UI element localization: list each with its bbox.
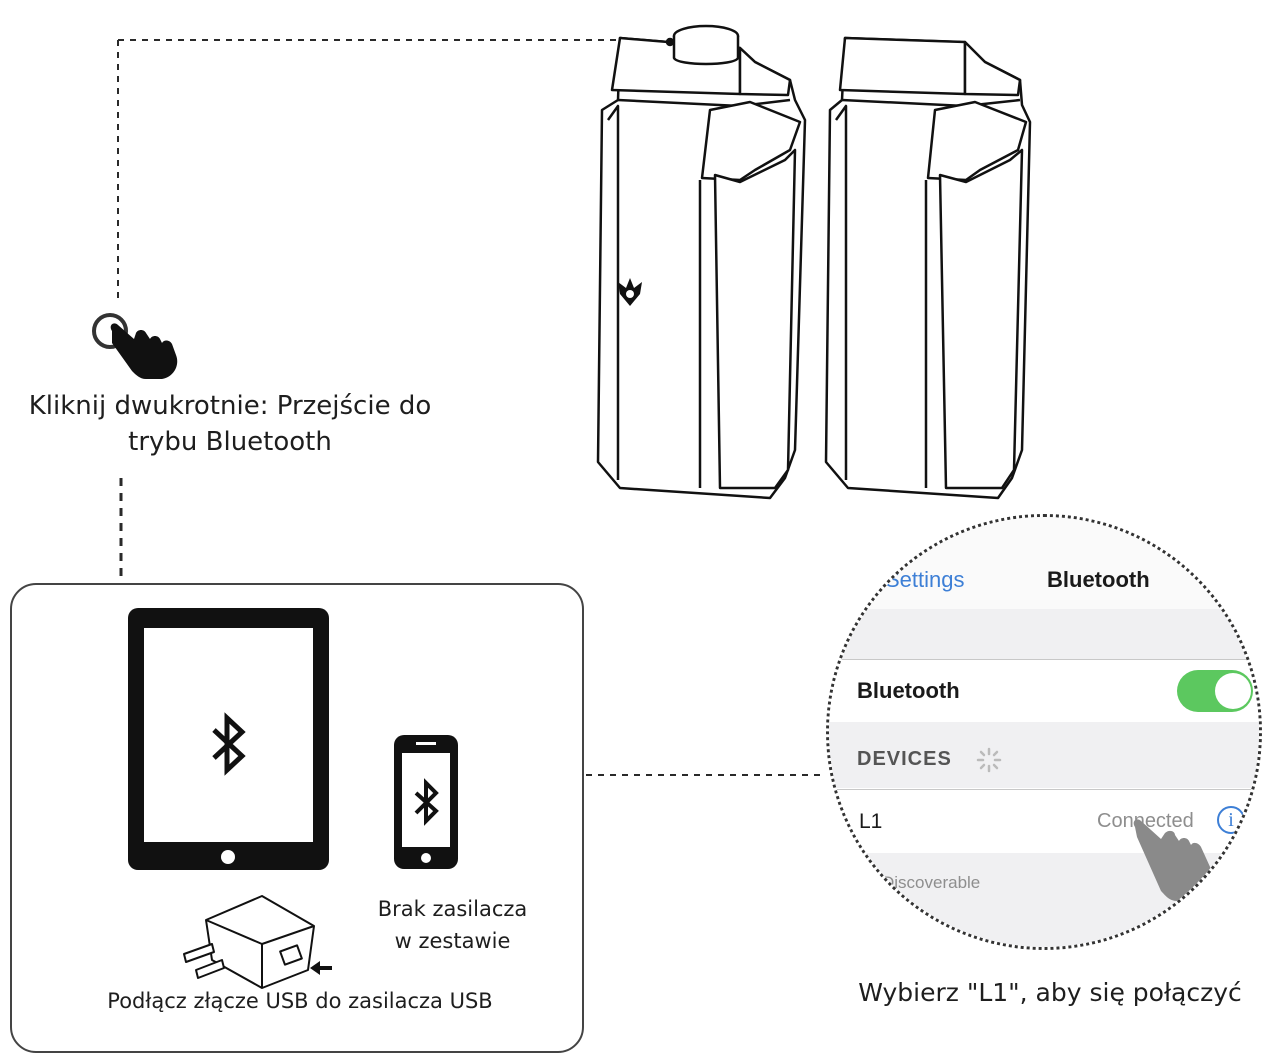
select-device-caption: Wybierz "L1", aby się połączyć — [858, 978, 1242, 1007]
tablet-illustration — [128, 608, 329, 870]
speakers-illustration — [596, 24, 1032, 500]
brand-logo — [618, 278, 642, 306]
devices-header-label: DEVICES — [857, 748, 952, 770]
toggle-knob — [1215, 673, 1251, 709]
note-line: w zestawie — [394, 929, 511, 953]
settings-screen: Settings Bluetooth Bluetooth DEVICES — [826, 514, 1262, 950]
no-charger-note: Brak zasilacza w zestawie — [350, 893, 555, 957]
discoverable-text: w Discoverable — [865, 873, 981, 892]
usb-connect-caption: Podłącz złącze USB do zasilacza USB — [107, 989, 493, 1013]
devices-section-header: DEVICES — [829, 722, 1259, 788]
device-name: L1 — [859, 810, 883, 833]
bluetooth-icon — [212, 712, 246, 776]
bluetooth-row-label: Bluetooth — [857, 678, 960, 703]
device-status: Connected — [1097, 810, 1194, 832]
settings-zoom: Settings Bluetooth Bluetooth DEVICES — [820, 510, 1270, 950]
devices-box — [10, 583, 584, 1053]
bluetooth-toggle[interactable] — [1177, 670, 1253, 712]
settings-header: Settings Bluetooth — [829, 517, 1259, 610]
settings-back-link[interactable]: Settings — [885, 567, 965, 592]
arrow-left-icon — [310, 961, 332, 975]
speaker-right — [824, 36, 1032, 500]
double-click-instruction: Kliknij dwukrotnie: Przejście do trybu B… — [0, 388, 460, 460]
phone-illustration — [394, 735, 458, 869]
info-icon[interactable]: i — [1217, 806, 1245, 834]
tap-circle-icon — [92, 313, 128, 349]
speaker-left — [596, 24, 807, 500]
instruction-line: Kliknij dwukrotnie: Przejście do — [28, 391, 432, 421]
hand-pointer-icon — [92, 313, 178, 379]
spacer — [829, 609, 1259, 659]
bluetooth-row: Bluetooth — [829, 659, 1259, 723]
bluetooth-icon — [414, 778, 439, 826]
instruction-line: trybu Bluetooth — [128, 427, 332, 457]
spinner-icon — [976, 747, 1002, 773]
hand-pointer-icon — [1133, 819, 1213, 901]
usb-charger-icon — [183, 895, 332, 989]
note-line: Brak zasilacza — [377, 897, 528, 921]
settings-title: Bluetooth — [1047, 567, 1150, 592]
